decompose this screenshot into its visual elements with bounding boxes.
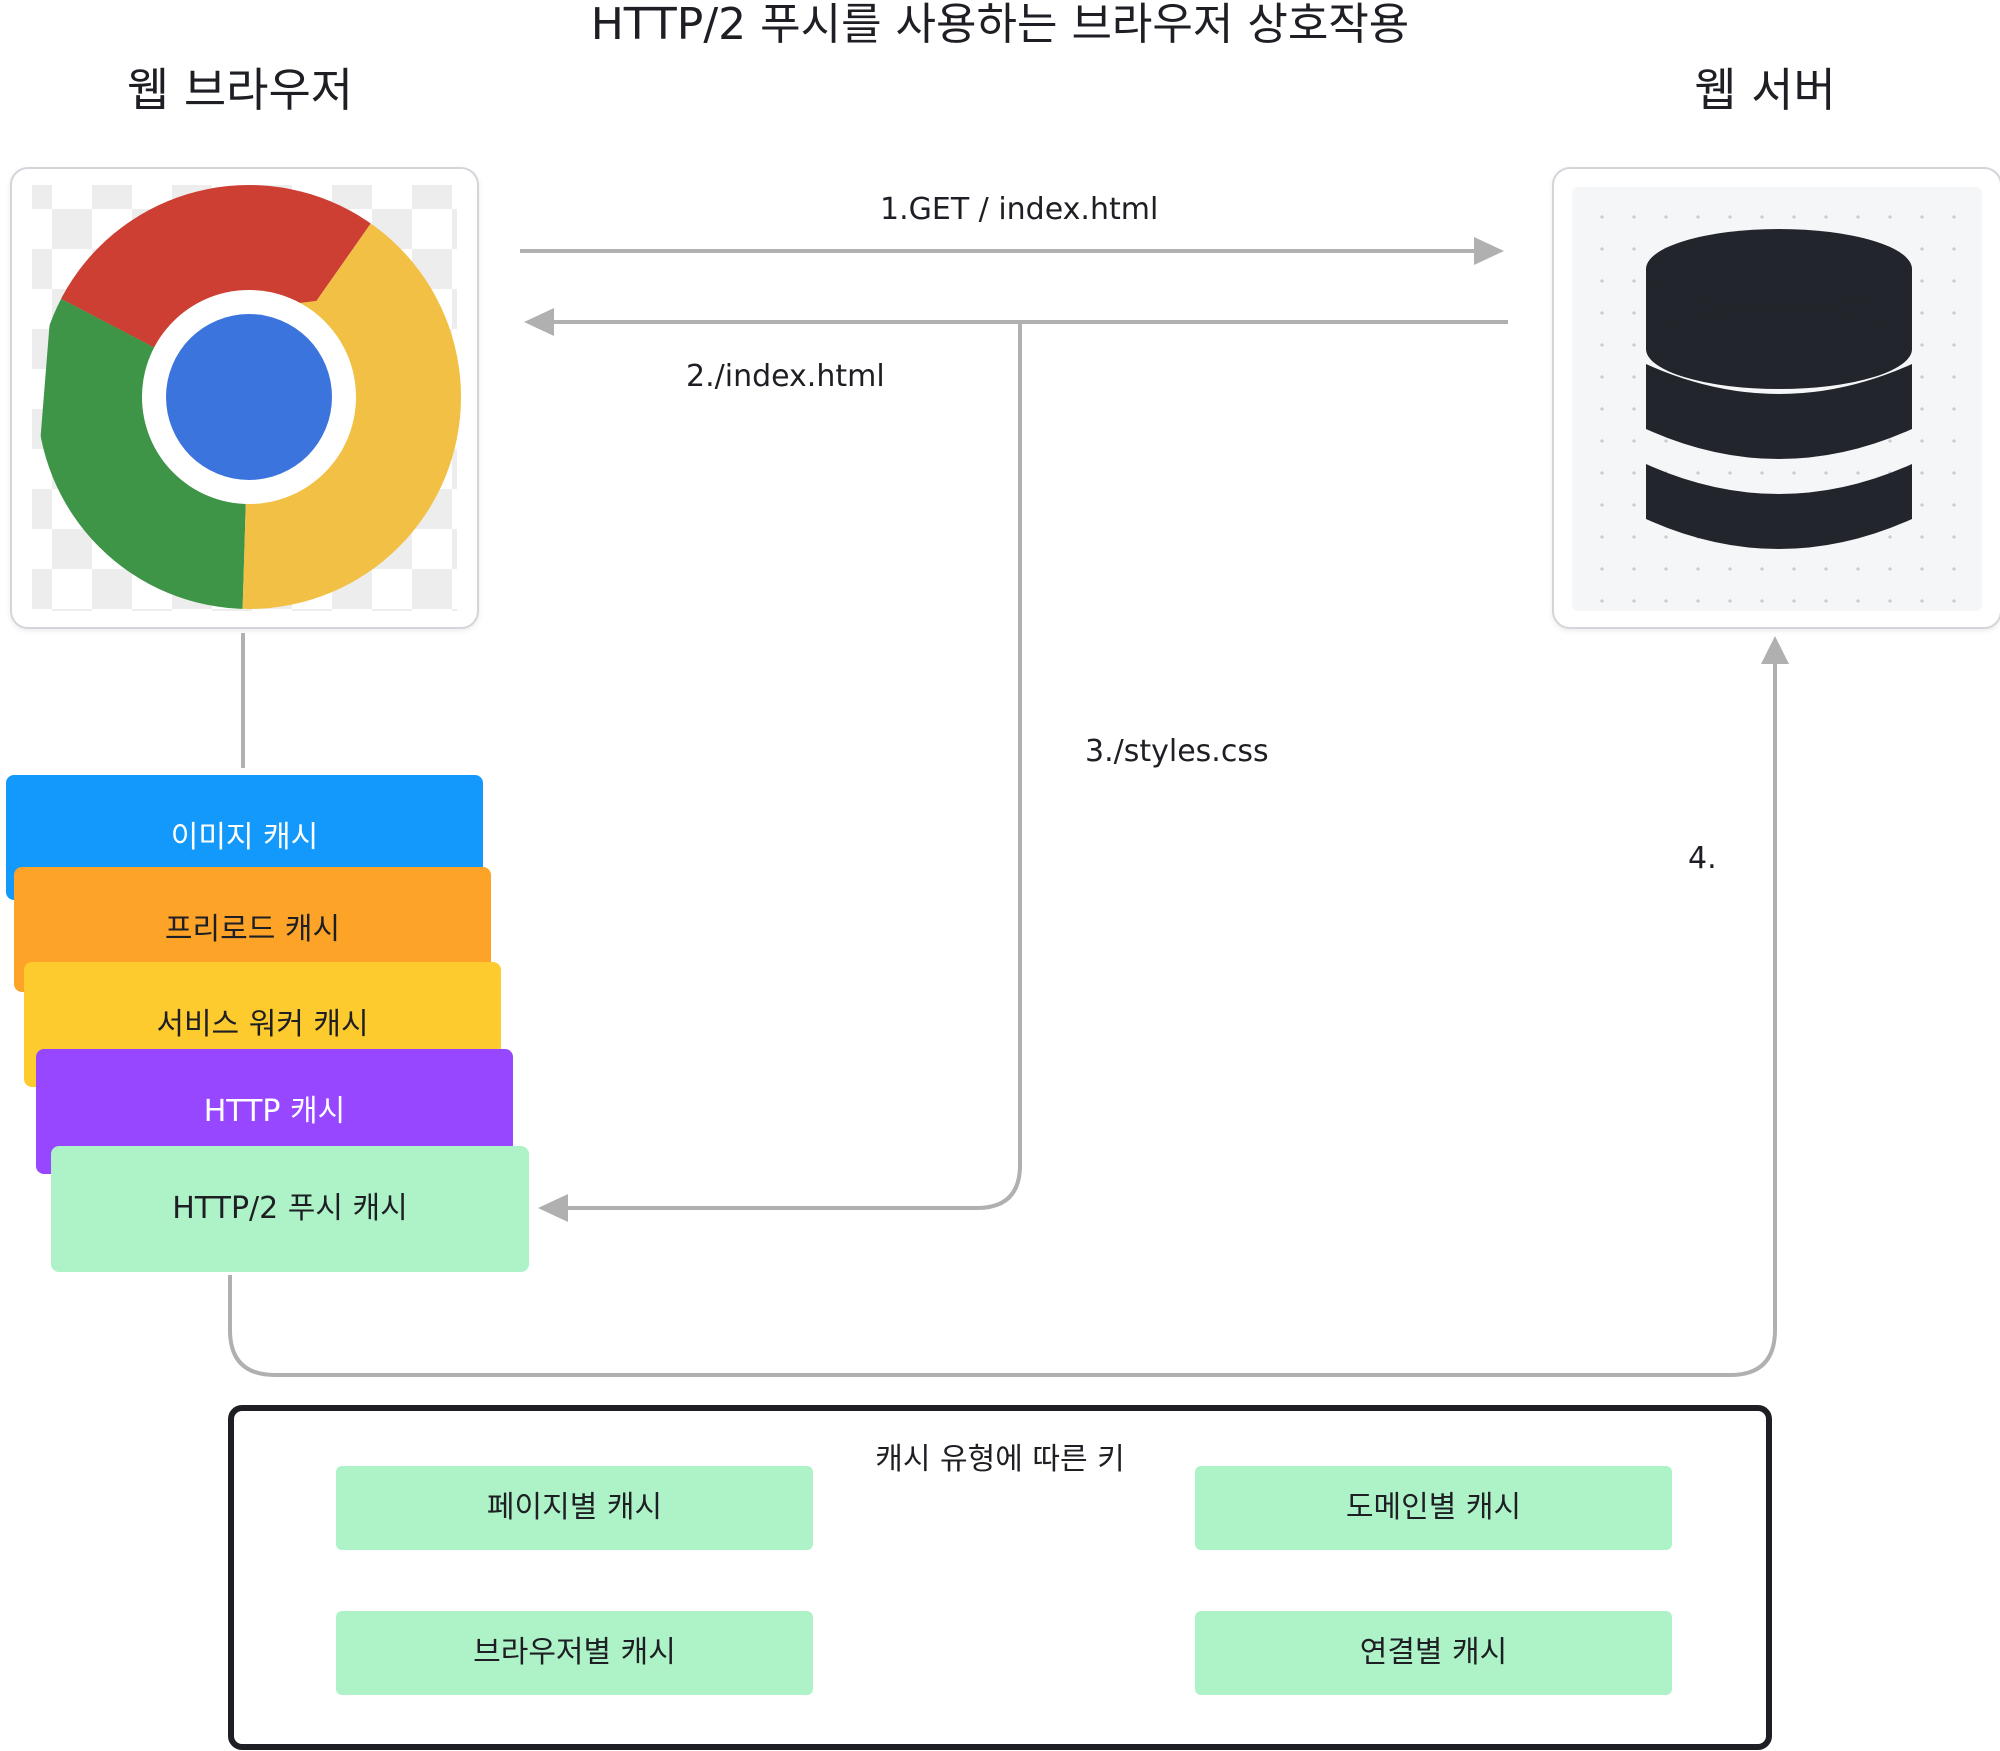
cache-key-frame [228, 1405, 1772, 1750]
key-per-connection: 연결별 캐시 [1195, 1611, 1672, 1695]
browser-label: 웹 브라우저 [126, 63, 354, 117]
cache-key-title: 캐시 유형에 따른 키 [875, 1442, 1125, 1477]
key-per-browser: 브라우저별 캐시 [336, 1611, 813, 1695]
chrome-icon [32, 185, 461, 611]
server-label: 웹 서버 [1694, 63, 1836, 117]
edge-3-line [566, 322, 1022, 1210]
server-node [1552, 167, 2000, 629]
edge-4-label: 4. [1688, 841, 1717, 876]
edge-3-arrowhead [538, 1194, 568, 1222]
key-per-page: 페이지별 캐시 [336, 1466, 813, 1550]
database-icon [1572, 187, 1982, 611]
edge-4-line [228, 662, 1777, 1377]
edge-1-arrowhead [1474, 237, 1504, 265]
key-per-domain: 도메인별 캐시 [1195, 1466, 1672, 1550]
edge-4-arrowhead [1761, 636, 1789, 664]
http2-push-cache: HTTP/2 푸시 캐시 [51, 1146, 529, 1272]
edge-2-arrowhead [524, 308, 554, 336]
edge-1-label: 1.GET / index.html [880, 192, 1159, 227]
edge-2-label: 2./index.html [686, 359, 885, 394]
edge-3-label: 3./styles.css [1085, 734, 1269, 769]
diagram-title: HTTP/2 푸시를 사용하는 브라우저 상호작용 [590, 0, 1410, 50]
browser-node [10, 167, 479, 629]
